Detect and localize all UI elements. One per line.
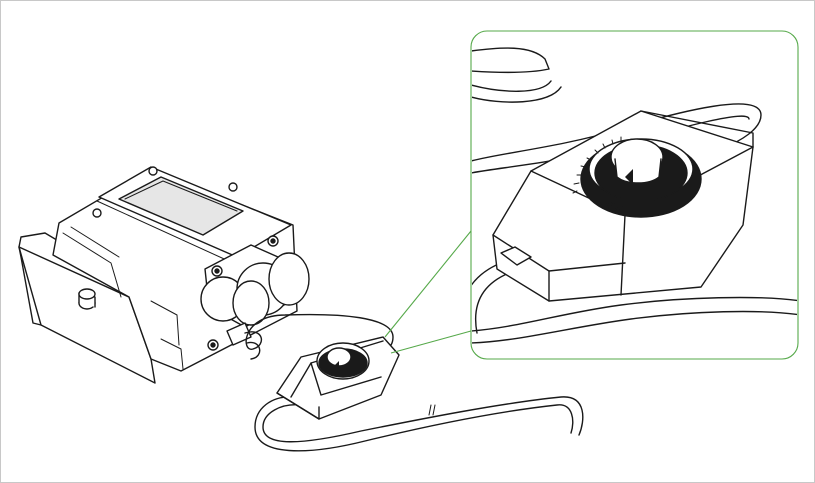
zoom-detail-panel: LOW xyxy=(470,30,799,360)
air-pump xyxy=(18,166,310,384)
speed-controller-small xyxy=(276,336,400,420)
zoom-leader-line xyxy=(390,330,472,354)
power-cord xyxy=(244,313,584,452)
zoom-leader-line xyxy=(384,230,472,338)
